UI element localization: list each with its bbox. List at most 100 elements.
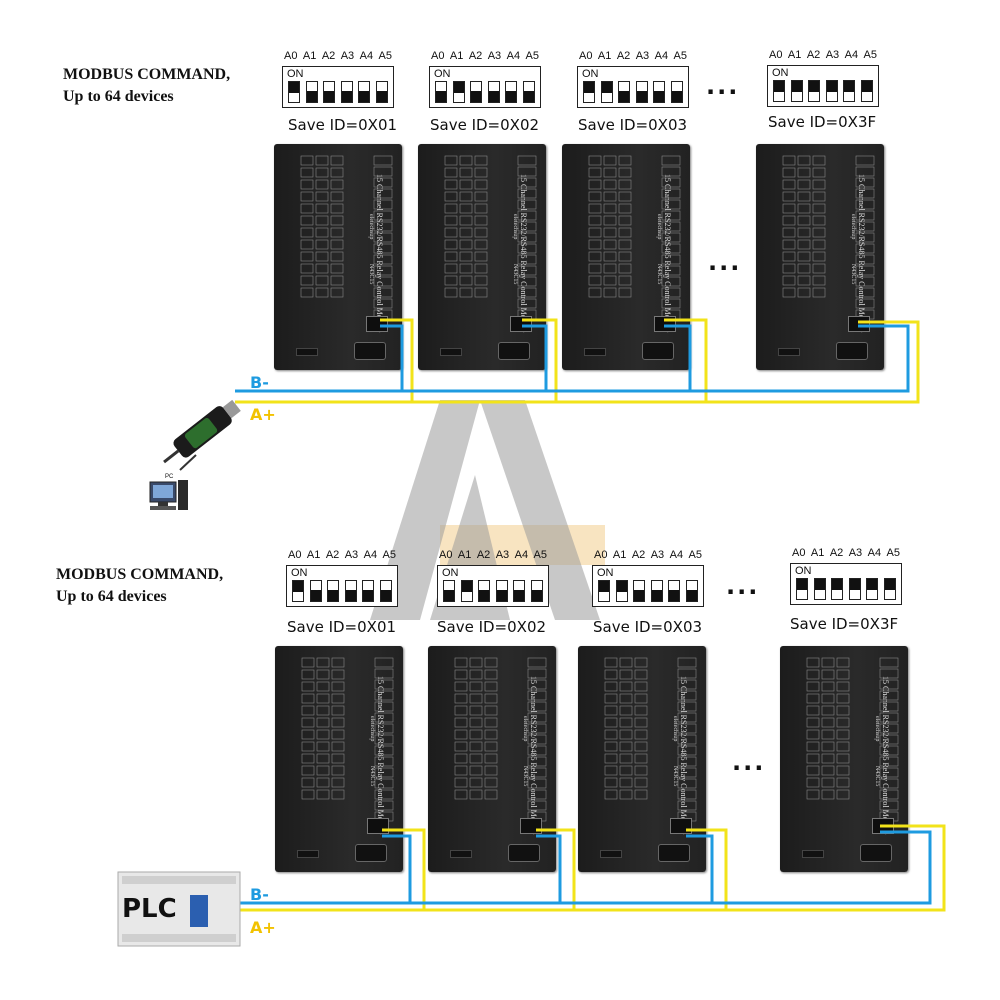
dip-address-label: A4 [359, 50, 374, 62]
dip-toggle-off [309, 580, 322, 602]
dip-address-label: A0 [284, 50, 298, 62]
title-line-1: MODBUS COMMAND, [63, 66, 231, 83]
dip-on-label: ON [597, 567, 614, 579]
ellipsis: ... [732, 748, 766, 776]
dip-address-label: A0 [439, 549, 453, 561]
dip-switch-body: ON [767, 65, 879, 107]
module-terminal-grid [588, 154, 634, 304]
dip-address-label: A2 [616, 50, 631, 62]
id-label: Save ID=0X3F [768, 113, 877, 131]
power-port [297, 850, 319, 858]
dip-toggle-on [860, 80, 873, 102]
relay-module: 15 Channel RS232/RS485 Relay Control Mod… [780, 646, 908, 872]
dip-on-label: ON [442, 567, 459, 579]
dip-toggle-off [633, 580, 646, 602]
dip-toggle-on [460, 580, 473, 602]
dip-address-label: A4 [506, 50, 521, 62]
dip-toggle-on [796, 578, 808, 600]
bus-b-wire [664, 324, 692, 391]
bus-b-wire [686, 834, 714, 903]
section-title: MODBUS COMMAND, Up to 64 devices [63, 64, 230, 108]
dip-switch-body: ON [286, 565, 398, 607]
dip-address-label: A4 [867, 547, 882, 559]
dip-toggle-on [883, 578, 896, 600]
bus-a-wire [522, 318, 558, 402]
dip-toggle-off [505, 81, 518, 103]
dip-address-label: A2 [321, 50, 336, 62]
id-label: Save ID=0X02 [437, 618, 547, 636]
power-port [296, 348, 318, 356]
dip-address-label: A1 [787, 49, 802, 61]
dip-toggle-off [495, 580, 508, 602]
bus-b-wire [382, 834, 412, 903]
bus-b-wire [240, 830, 932, 905]
module-terminal-grid [454, 656, 500, 806]
dip-toggle-off [443, 580, 455, 602]
module-channel-cells [854, 154, 876, 354]
power-port [802, 850, 824, 858]
dip-switch-body: ON [429, 66, 541, 108]
bus-a-wire [536, 828, 576, 910]
plc-label: PLC [122, 894, 177, 924]
dip-address-label: A4 [514, 549, 529, 561]
dip-toggle-on [615, 580, 628, 602]
dip-address-label: A5 [382, 549, 396, 561]
dip-on-label: ON [287, 68, 304, 80]
dip-address-label: A2 [631, 549, 646, 561]
bus-b-wire [380, 324, 404, 391]
dip-address-label: A0 [288, 549, 302, 561]
db9-connector [354, 342, 386, 360]
dip-address-label: A3 [344, 549, 359, 561]
dip-address-label: A1 [306, 549, 321, 561]
power-port [584, 348, 606, 356]
dip-address-label: A2 [468, 50, 483, 62]
id-label: Save ID=0X01 [287, 618, 397, 636]
title-line-1: MODBUS COMMAND, [56, 566, 224, 583]
dip-toggle-off [513, 580, 526, 602]
module-channel-cells [660, 154, 682, 354]
dip-on-label: ON [291, 567, 308, 579]
bus-b-label: B- [250, 373, 269, 392]
db9-connector [658, 844, 690, 862]
dip-address-label: A4 [669, 549, 684, 561]
dip-toggle-off [435, 81, 447, 103]
dip-address-label: A3 [650, 549, 665, 561]
dip-address-label: A0 [431, 50, 445, 62]
db9-connector [860, 844, 892, 862]
dip-toggle-on [790, 80, 803, 102]
dip-address-label: A5 [533, 549, 547, 561]
bus-a-wire [664, 318, 708, 402]
plc-device [117, 871, 241, 947]
dip-address-label: A2 [325, 549, 340, 561]
module-channel-cells [878, 656, 900, 856]
id-label: Save ID=0X03 [578, 116, 688, 134]
dip-address-label: A0 [769, 49, 783, 61]
id-label: Save ID=0X02 [430, 116, 540, 134]
relay-module: 15 Channel RS232/RS485 Relay Control Mod… [418, 144, 546, 370]
dip-toggle-off [327, 580, 340, 602]
dip-toggle-off [530, 580, 543, 602]
module-channel-cells [516, 154, 538, 354]
bus-a-label: A+ [250, 918, 276, 937]
relay-module: 15 Channel RS232/RS485 Relay Control Mod… [274, 144, 402, 370]
dip-toggle-on [808, 80, 821, 102]
dip-toggle-on [866, 578, 879, 600]
dip-address-label: A1 [612, 549, 627, 561]
bus-a-wire [240, 824, 946, 912]
db9-connector [508, 844, 540, 862]
db9-connector [836, 342, 868, 360]
ellipsis: ... [706, 72, 740, 100]
dip-toggle-on [598, 580, 610, 602]
dip-switch-body: ON [592, 565, 704, 607]
module-terminal-grid [301, 656, 347, 806]
module-terminal-grid [806, 656, 852, 806]
